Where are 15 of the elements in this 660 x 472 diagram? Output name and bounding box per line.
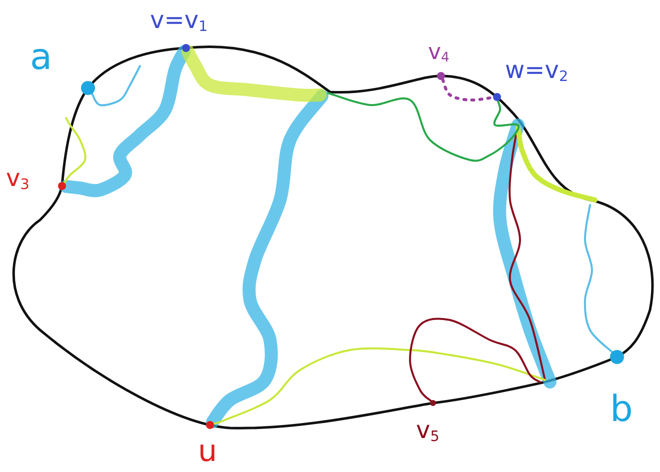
vertex-label: b xyxy=(610,392,633,428)
path-line xyxy=(409,318,541,402)
vertex-label: a xyxy=(30,40,52,76)
vertex-label: v$_{4}$ xyxy=(428,42,450,65)
thick-path xyxy=(181,45,326,102)
path-line xyxy=(212,347,546,425)
path-line xyxy=(327,92,520,162)
vertex-label: v$_{5}$ xyxy=(416,418,440,444)
path-line xyxy=(584,204,614,354)
path-line xyxy=(63,117,86,184)
thick-path xyxy=(206,90,328,428)
vertex-label: u xyxy=(198,437,218,467)
vertex-label: v=v$_{1}$ xyxy=(150,8,208,34)
vertex-label: v$_{3}$ xyxy=(6,166,30,192)
vertex-label: w=v$_{2}$ xyxy=(505,58,568,84)
